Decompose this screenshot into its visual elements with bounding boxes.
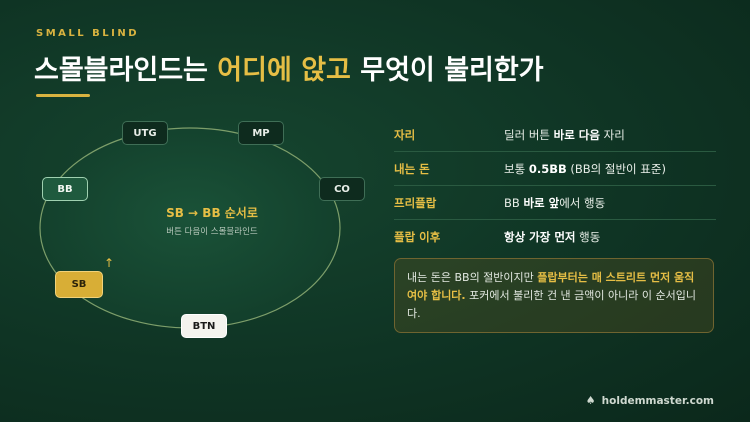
center-sub-text: 버튼 다음이 스몰블라인드 [166, 227, 258, 237]
info-label: 자리 [394, 127, 416, 142]
info-value-bold: 바로 다음 [553, 127, 600, 142]
info-value-post: 자리 [599, 127, 625, 142]
info-value: 보통 0.5BB (BB의 절반이 표준) [504, 161, 666, 177]
info-value-pre: 보통 [504, 161, 529, 176]
seat-mp: MP [238, 121, 284, 145]
page-title: 스몰블라인드는 어디에 앉고 무엇이 불리한가 [34, 48, 544, 87]
info-label: 내는 돈 [394, 161, 430, 176]
info-label: 플랍 이후 [394, 229, 441, 244]
info-value-pre: 딜러 버튼 [504, 127, 554, 142]
note-pre: 내는 돈은 BB의 절반이지만 [407, 271, 538, 284]
seat-co: CO [319, 177, 365, 201]
spade-icon: ♠ [585, 394, 596, 407]
table-center-caption: SB → BB 순서로 버튼 다음이 스몰블라인드 [112, 204, 312, 237]
seat-bb-label: BB [57, 183, 73, 195]
info-value: 딜러 버튼 바로 다음 자리 [504, 127, 625, 143]
seat-sb-label: SB [71, 279, 87, 290]
info-label: 프리플랍 [394, 195, 437, 210]
info-value-bold: 바로 앞 [523, 195, 560, 210]
seat-co-label: CO [334, 183, 350, 195]
info-value-pre: BB [504, 195, 524, 210]
seat-sb: SB [55, 271, 103, 298]
note-post: 포커에서 불리한 건 낸 금액이 아니라 이 순서입니다. [407, 288, 696, 320]
seat-mp-label: MP [252, 127, 270, 139]
note-callout: 내는 돈은 BB의 절반이지만 플랍부터는 매 스트리트 먼저 움직여야 합니다… [394, 258, 714, 334]
info-value-bold: 항상 가장 먼저 [504, 229, 576, 244]
arrow-up-icon: ↑ [104, 256, 115, 270]
info-row: 내는 돈 보통 0.5BB (BB의 절반이 표준) [394, 152, 716, 186]
seat-btn-label: BTN [192, 320, 216, 332]
title-underline [36, 94, 90, 97]
poker-table-diagram: UTG MP CO BB SB BTN ↑ SB → BB 순서로 버튼 다음이… [39, 121, 365, 338]
footer-domain: holdemmaster.com [601, 394, 714, 407]
info-value: BB 바로 앞에서 행동 [504, 195, 605, 211]
info-value-bold: 0.5BB [528, 161, 567, 176]
info-value: 항상 가장 먼저 행동 [504, 229, 600, 245]
seat-utg-label: UTG [133, 127, 157, 139]
info-value-post: 에서 행동 [559, 195, 606, 210]
info-row: 프리플랍 BB 바로 앞에서 행동 [394, 186, 716, 220]
eyebrow-label: SMALL BLIND [36, 28, 140, 39]
info-value-post: (BB의 절반이 표준) [566, 161, 666, 176]
info-row: 자리 딜러 버튼 바로 다음 자리 [394, 118, 716, 152]
note-highlight: 플랍부터는 매 스트리트 먼저 움직여야 합니다. [407, 271, 695, 302]
center-main-text: SB → BB 순서로 [166, 206, 258, 220]
title-part2: 무엇이 불리한가 [350, 55, 544, 86]
seat-bb: BB [42, 177, 88, 201]
info-row: 플랍 이후 항상 가장 먼저 행동 [394, 220, 716, 253]
info-value-post: 행동 [575, 229, 601, 244]
seat-btn: BTN [181, 314, 227, 338]
info-table: 자리 딜러 버튼 바로 다음 자리 내는 돈 보통 0.5BB (BB의 절반이… [394, 118, 716, 253]
title-accent: 어디에 앉고 [217, 55, 351, 86]
footer-brand: ♠ holdemmaster.com [586, 394, 714, 407]
seat-utg: UTG [122, 121, 168, 145]
title-part1: 스몰블라인드는 [34, 55, 218, 86]
